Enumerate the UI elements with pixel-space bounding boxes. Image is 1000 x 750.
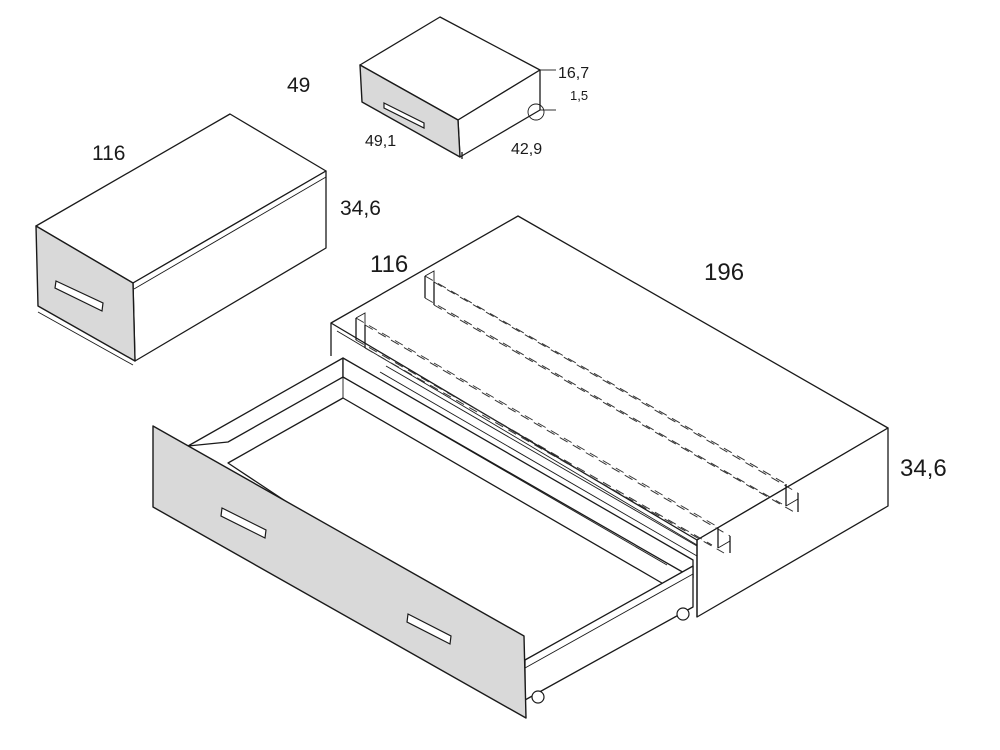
storage-box-handle — [54, 280, 104, 312]
box-depth-label: 49 — [287, 74, 310, 97]
drawer-front-panel — [152, 425, 527, 719]
box-length-label: 116 — [92, 142, 125, 165]
hidden-slat-line — [355, 339, 713, 546]
caster-wheel — [531, 690, 545, 704]
drawer-side-inner-edge — [342, 376, 668, 566]
hidden-slat-line — [364, 324, 731, 537]
storage-box — [35, 113, 327, 366]
hidden-slat-line — [424, 275, 787, 485]
drawer-rail-line — [379, 371, 698, 557]
hidden-slat-line — [364, 347, 725, 554]
small-drawer-width-label: 49,1 — [365, 133, 396, 150]
bed-length-label: 196 — [704, 259, 744, 286]
small-drawer-unit — [359, 16, 556, 159]
drawer-rail-line — [385, 365, 698, 547]
small-drawer-foot-detail — [527, 103, 545, 121]
small-drawer-depth-label: 42,9 — [511, 141, 542, 158]
hidden-slat-line — [433, 304, 795, 513]
slat-bracket — [355, 312, 366, 348]
small-drawer-foot-label: 1,5 — [570, 88, 588, 103]
slat-bracket — [717, 527, 731, 553]
caster-wheel — [676, 607, 690, 621]
small-drawer-handle — [383, 102, 425, 129]
hidden-slat-line — [424, 297, 783, 505]
small-drawer-front — [359, 64, 461, 158]
bed-frame — [330, 215, 889, 618]
storage-box-front — [35, 225, 136, 362]
drawer-handle-right — [406, 613, 452, 645]
hidden-slat-line — [355, 317, 719, 528]
bed-height-label: 34,6 — [900, 455, 947, 482]
storage-box-base-line — [37, 311, 134, 366]
slat-bracket — [785, 484, 799, 512]
bed-depth-label: 116 — [370, 251, 408, 278]
pull-out-drawer — [152, 357, 698, 719]
box-height-label: 34,6 — [340, 197, 381, 220]
hidden-slat-line — [433, 281, 799, 494]
drawer-handle-left — [220, 507, 267, 539]
small-drawer-height-label: 16,7 — [558, 65, 589, 82]
drawer-outer-side-line — [524, 573, 694, 669]
storage-box-top-edge — [133, 176, 327, 290]
slat-bracket — [424, 270, 435, 305]
